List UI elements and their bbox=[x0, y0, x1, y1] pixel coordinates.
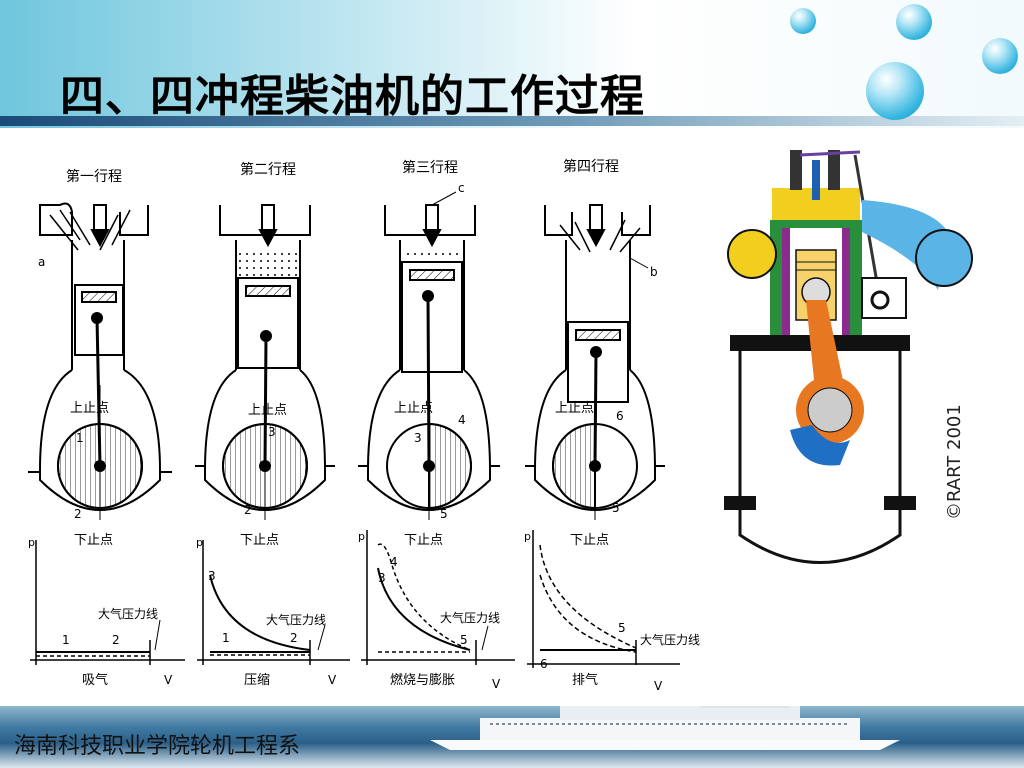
stroke-4-title: 第四行程 bbox=[563, 158, 619, 175]
stroke-2-title: 第二行程 bbox=[240, 161, 296, 178]
cycle-label-3: 燃烧与膨胀 bbox=[390, 672, 455, 688]
ship-silhouette bbox=[430, 706, 900, 750]
animated-engine bbox=[724, 150, 973, 564]
point-label: 3 bbox=[268, 425, 276, 439]
point-label: 2 bbox=[244, 503, 252, 517]
axis-v-label: V bbox=[328, 673, 337, 687]
point-label: 5 bbox=[618, 621, 626, 635]
exhaust-valve-label: b bbox=[650, 265, 658, 279]
cycle-label-1: 吸气 bbox=[82, 672, 108, 688]
point-label: 1 bbox=[76, 431, 84, 445]
atm-line-label-2: 大气压力线 bbox=[266, 612, 326, 627]
point-label: 5 bbox=[440, 507, 448, 521]
engine-stroke-3 bbox=[358, 191, 500, 520]
pv-diagram-2 bbox=[197, 540, 350, 665]
point-label: 3 bbox=[378, 571, 386, 585]
bdc-label-2: 下止点 bbox=[240, 533, 279, 548]
intake-valve-label: a bbox=[38, 255, 45, 269]
bdc-label-4: 下止点 bbox=[570, 533, 609, 548]
point-label: 2 bbox=[290, 631, 298, 645]
bubble-decoration bbox=[866, 62, 924, 120]
point-label: 2 bbox=[112, 633, 120, 647]
tdc-label-3: 上止点 bbox=[394, 401, 433, 416]
axis-v-label: V bbox=[492, 677, 501, 691]
tdc-label-1: 上止点 bbox=[70, 401, 109, 416]
page-title: 四、四冲程柴油机的工作过程 bbox=[60, 71, 645, 122]
point-label: 5 bbox=[612, 501, 620, 515]
atm-line-label-4: 大气压力线 bbox=[640, 632, 700, 647]
engine-stroke-1 bbox=[28, 202, 172, 520]
axis-p-label: p bbox=[196, 536, 203, 549]
injector-label: c bbox=[458, 181, 465, 195]
axis-p-label: p bbox=[28, 536, 35, 549]
atm-line-label-1: 大气压力线 bbox=[98, 606, 158, 621]
header-band bbox=[0, 0, 1024, 128]
point-label: 5 bbox=[460, 633, 468, 647]
point-label: 3 bbox=[208, 569, 216, 583]
copyright-label: ©RART 2001 bbox=[944, 404, 965, 520]
pv-diagram-3 bbox=[361, 530, 515, 665]
tdc-label-2: 上止点 bbox=[248, 403, 287, 418]
atm-line-label-3: 大气压力线 bbox=[440, 610, 500, 625]
header-divider bbox=[0, 116, 1024, 126]
point-label: 4 bbox=[390, 555, 398, 569]
axis-p-label: p bbox=[524, 530, 531, 543]
axis-p-label: p bbox=[358, 530, 365, 543]
engine-stroke-4 bbox=[525, 204, 665, 520]
bdc-label-3: 下止点 bbox=[404, 533, 443, 548]
cycle-label-2: 压缩 bbox=[244, 672, 270, 688]
point-label: 4 bbox=[458, 413, 466, 427]
point-label: 1 bbox=[222, 631, 230, 645]
point-label: 6 bbox=[616, 409, 624, 423]
point-label: 1 bbox=[62, 633, 70, 647]
footer-institution: 海南科技职业学院轮机工程系 bbox=[14, 734, 301, 759]
bdc-label-1: 下止点 bbox=[74, 533, 113, 548]
axis-v-label: V bbox=[164, 673, 173, 687]
bubble-decoration bbox=[790, 8, 816, 34]
pv-diagram-1 bbox=[30, 540, 185, 665]
stroke-3-title: 第三行程 bbox=[402, 159, 458, 176]
point-label: 2 bbox=[74, 507, 82, 521]
bubble-decoration bbox=[896, 4, 932, 40]
pv-diagram-4 bbox=[527, 530, 680, 668]
tdc-label-4: 上止点 bbox=[555, 401, 594, 416]
footer-band bbox=[0, 706, 1024, 768]
cycle-label-4: 排气 bbox=[572, 672, 598, 688]
axis-v-label: V bbox=[654, 679, 663, 693]
point-label: 6 bbox=[540, 657, 548, 671]
bubble-decoration bbox=[982, 38, 1018, 74]
stroke-1-title: 第一行程 bbox=[66, 168, 122, 185]
engine-stroke-2 bbox=[195, 204, 335, 520]
point-label: 3 bbox=[414, 431, 422, 445]
